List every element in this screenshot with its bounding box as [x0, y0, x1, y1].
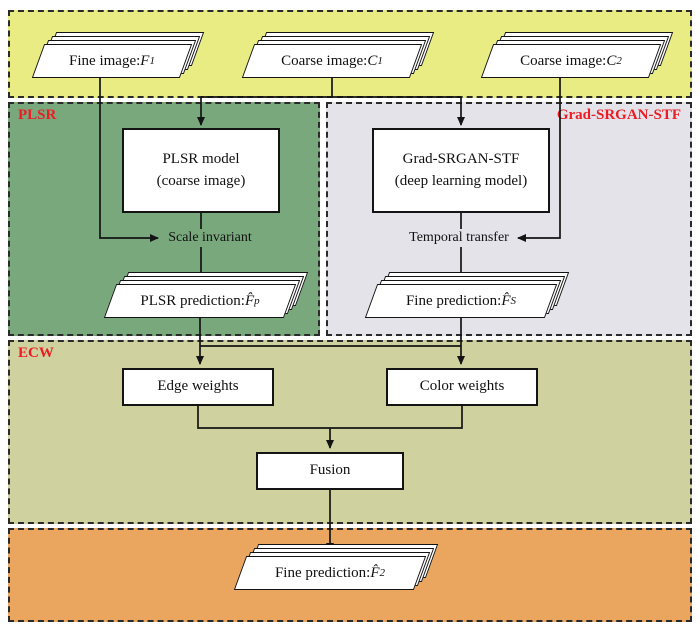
- color-weights-label: Color weights: [419, 378, 505, 395]
- region-ecw: ECW: [8, 340, 692, 524]
- plsr-model-line1: PLSR model: [162, 150, 240, 167]
- plsr-region-label: PLSR: [18, 107, 57, 123]
- scale-invariant-label: Scale invariant: [165, 229, 255, 247]
- plsr-prediction-node: PLSR prediction: F̂p: [103, 272, 309, 318]
- temporal-transfer-label: Temporal transfer: [406, 229, 512, 247]
- fine-prediction-f2-label: Fine prediction: F̂2: [274, 564, 386, 581]
- grad-model-line1: Grad-SRGAN-STF: [402, 150, 520, 167]
- edge-weights-label: Edge weights: [157, 378, 239, 395]
- grad-srgan-stf-model-box: Grad-SRGAN-STF (deep learning model): [372, 128, 550, 213]
- color-weights-box: Color weights: [386, 368, 538, 406]
- fine-prediction-s-label: Fine prediction: F̂S: [405, 292, 517, 309]
- grad-model-line2: (deep learning model): [394, 172, 528, 189]
- fusion-box: Fusion: [256, 452, 404, 490]
- plsr-model-box: PLSR model (coarse image): [122, 128, 280, 213]
- fine-prediction-s-node: Fine prediction: F̂S: [364, 272, 570, 318]
- plsr-model-line2: (coarse image): [156, 172, 246, 189]
- grad-region-label: Grad-SRGAN-STF: [556, 107, 681, 123]
- fine-prediction-f2-node: Fine prediction: F̂2: [233, 544, 439, 590]
- ecw-region-label: ECW: [18, 345, 54, 361]
- plsr-prediction-label: PLSR prediction: F̂p: [140, 292, 260, 309]
- edge-weights-box: Edge weights: [122, 368, 274, 406]
- fusion-label: Fusion: [309, 462, 351, 479]
